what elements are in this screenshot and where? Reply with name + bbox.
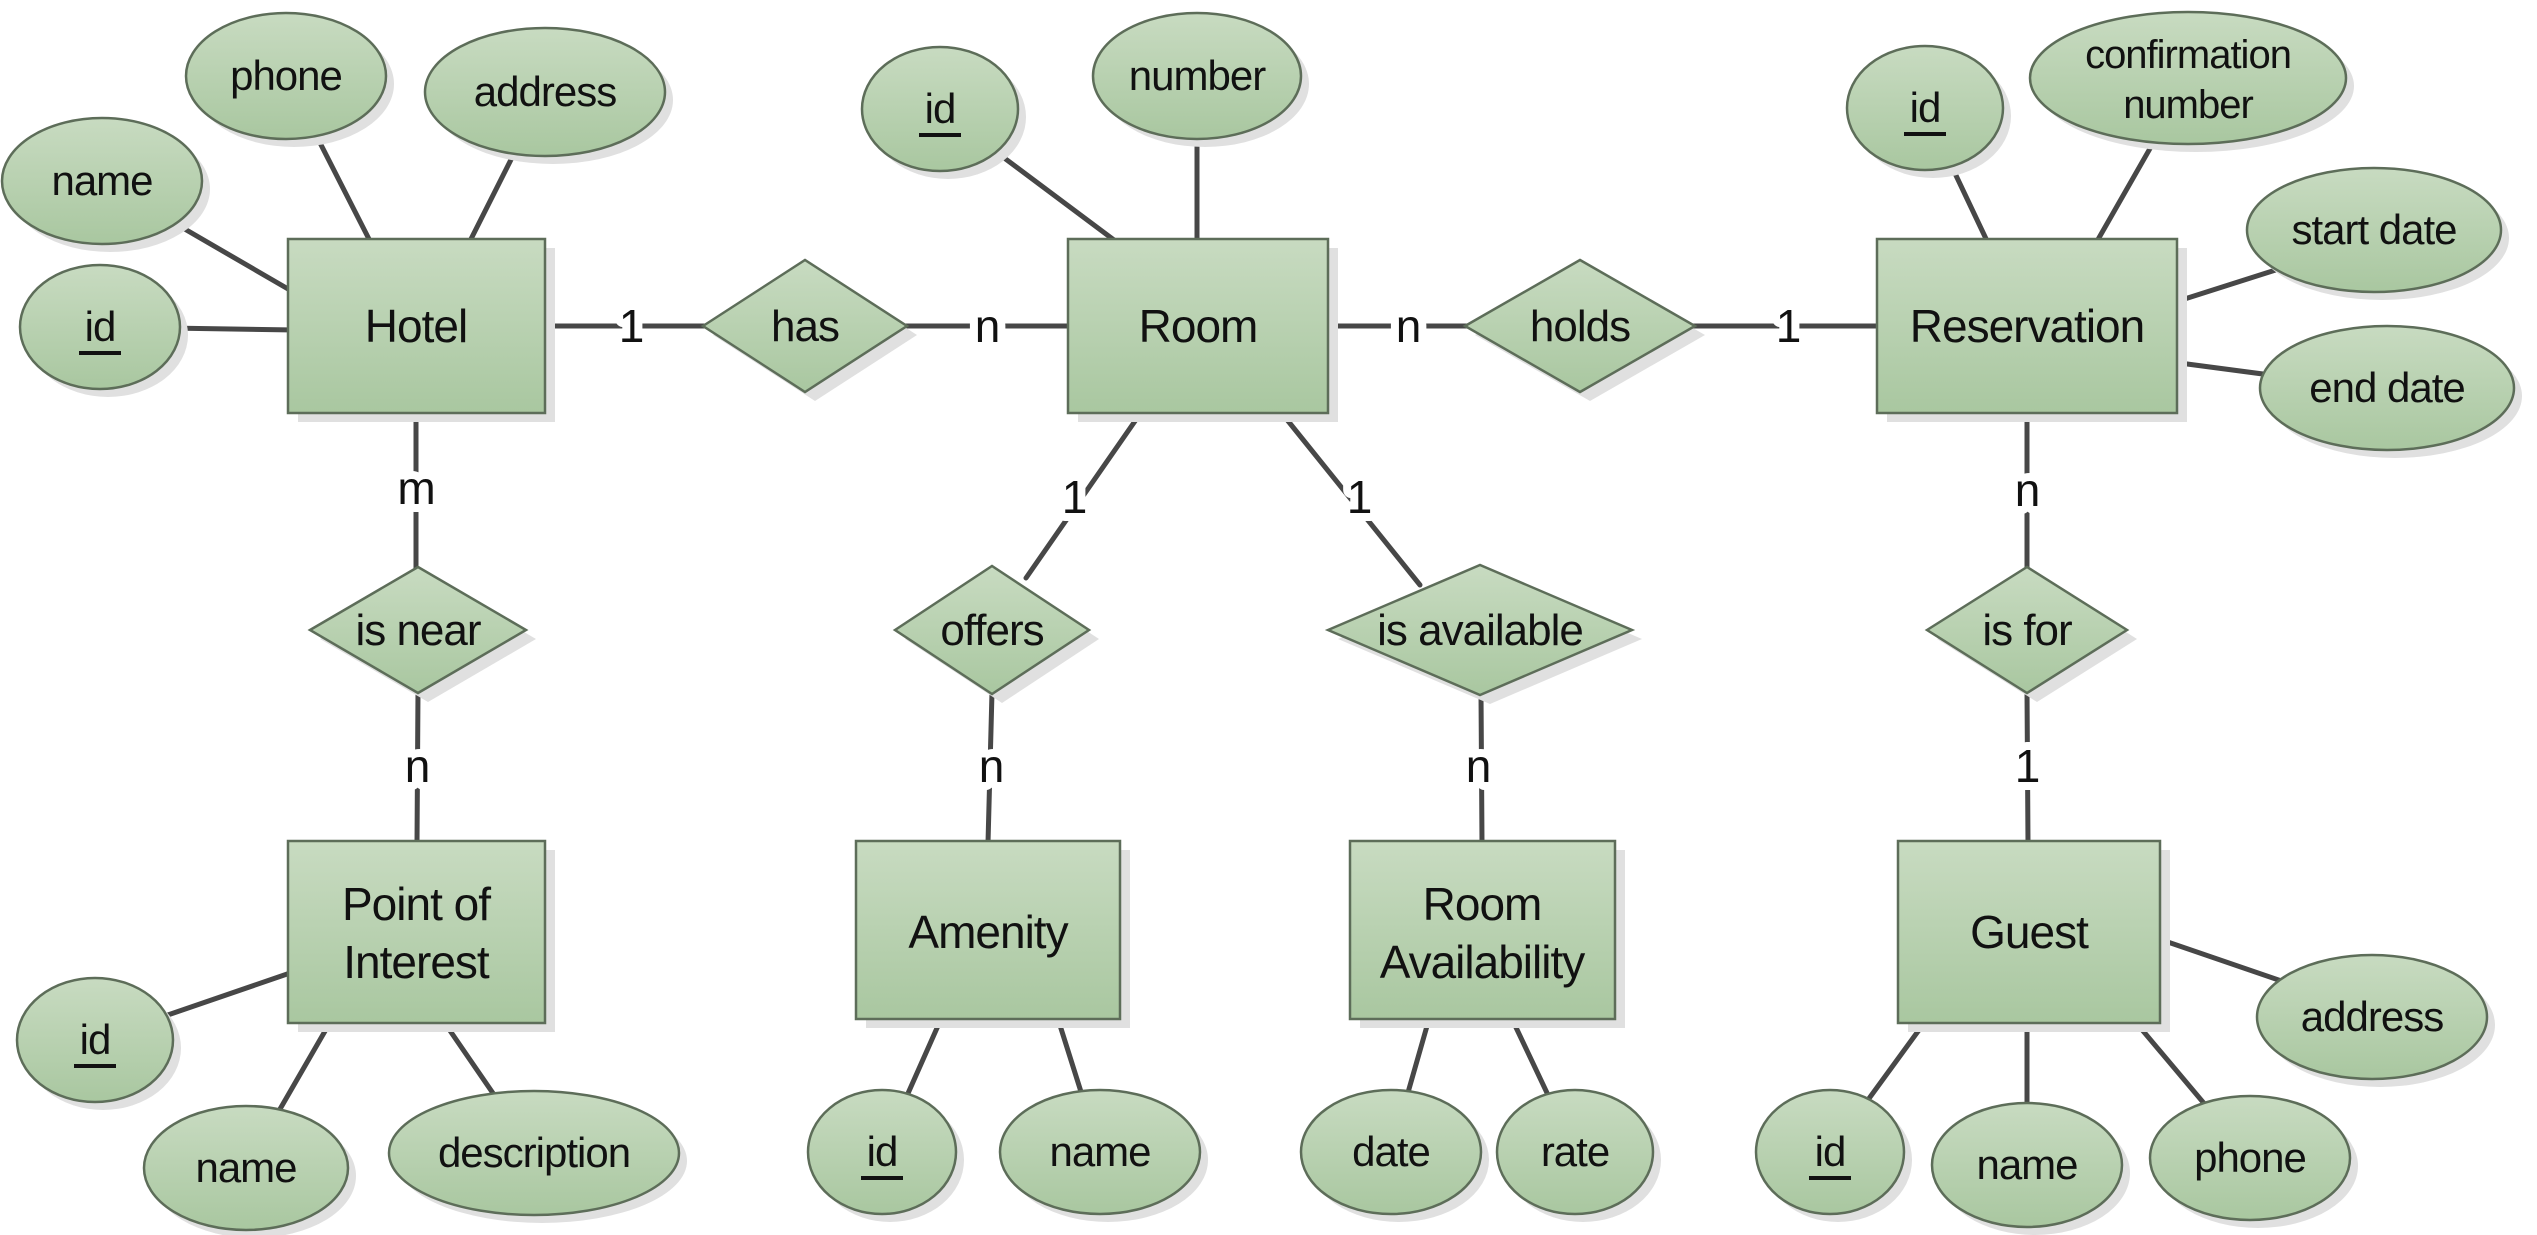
- relationship-offers-label: offers: [940, 606, 1043, 655]
- attribute-room-availability-date-label: date: [1352, 1128, 1430, 1175]
- attribute-reservation-confirmation-number-ellipse: [2028, 10, 2348, 146]
- attribute-hotel-id-label: id: [85, 303, 116, 350]
- attribute-hotel-phone-label: phone: [230, 52, 342, 99]
- entity-amenity-box: [854, 839, 1122, 1021]
- edge-is-near-point-of-interest: [414, 688, 421, 846]
- cardinality-reservation-is-for: n: [2015, 464, 2040, 516]
- cardinality-has-room: n: [975, 300, 1000, 352]
- entity-room-availability-label-line2: Availability: [1380, 936, 1585, 988]
- relationship-holds-diamond: [1462, 258, 1698, 394]
- edge-room-offers: [1023, 408, 1145, 581]
- entity-room-availability-label-line1: Room: [1423, 878, 1542, 930]
- relationship-is-available-label: is available: [1377, 606, 1583, 655]
- attribute-hotel-phone-ellipse: [184, 11, 388, 141]
- cardinality-room-is-available: 1: [1347, 471, 1372, 523]
- relationship-offers-diamond: [892, 564, 1092, 696]
- attribute-room-id-label: id: [925, 85, 956, 132]
- attribute-guest-phone-label: phone: [2194, 1134, 2306, 1181]
- cardinality-room-offers: 1: [1062, 471, 1087, 523]
- entity-guest-box: [1896, 839, 2162, 1025]
- entity-guest-label: Guest: [1970, 906, 2089, 958]
- attribute-guest-name-label: name: [1976, 1141, 2077, 1188]
- entity-room-label: Room: [1139, 300, 1258, 352]
- attribute-hotel-id-ellipse: [18, 263, 182, 391]
- entity-reservation-box: [1875, 237, 2179, 415]
- shapes: [0, 10, 2522, 1235]
- entity-room-availability-box: [1348, 839, 1617, 1021]
- cardinality-room-holds: n: [1396, 300, 1421, 352]
- attribute-reservation-id-ellipse: [1845, 44, 2005, 172]
- cardinality-holds-reservation: 1: [1776, 300, 1801, 352]
- attribute-amenity-id-label: id: [867, 1128, 898, 1175]
- cardinality-offers-amenity: n: [979, 740, 1004, 792]
- attribute-reservation-confirmation-number-label-line1: confirmation: [2085, 33, 2291, 77]
- entity-point-of-interest-label-line1: Point of: [342, 878, 491, 930]
- attribute-room-id-ellipse: [860, 45, 1020, 173]
- relationship-is-for-diamond: [1924, 565, 2130, 695]
- attribute-reservation-id-label: id: [1910, 84, 1941, 131]
- labels: Hotel Room Reservation Point of Interest…: [51, 33, 2465, 1191]
- cardinality-is-available-room-availability: n: [1466, 740, 1491, 792]
- attribute-point-of-interest-id-ellipse: [15, 976, 175, 1104]
- attribute-reservation-confirmation-number-label-line2: number: [2123, 83, 2253, 127]
- entity-hotel-box: [286, 237, 547, 415]
- attribute-hotel-address-label: address: [474, 68, 616, 115]
- attribute-guest-address-ellipse: [2255, 953, 2489, 1081]
- entity-room-box: [1066, 237, 1330, 415]
- attribute-guest-phone-ellipse: [2148, 1094, 2352, 1222]
- attribute-reservation-start-date-ellipse: [2245, 166, 2503, 294]
- relationship-has-diamond: [700, 258, 910, 394]
- entity-hotel-label: Hotel: [365, 300, 467, 352]
- attribute-point-of-interest-id-label: id: [80, 1016, 111, 1063]
- relationship-holds-label: holds: [1530, 302, 1630, 351]
- cardinality-is-near-point-of-interest: n: [405, 740, 430, 792]
- attribute-room-availability-date-ellipse: [1299, 1088, 1483, 1216]
- attribute-hotel-address-ellipse: [423, 26, 667, 158]
- edge-room-is-available: [1277, 408, 1423, 588]
- attribute-point-of-interest-description-ellipse: [387, 1089, 681, 1217]
- attribute-room-number-label: number: [1129, 52, 1266, 99]
- edge-offers-amenity: [985, 689, 995, 846]
- attribute-point-of-interest-name-label: name: [195, 1144, 296, 1191]
- attribute-amenity-id-ellipse: [806, 1088, 958, 1216]
- cardinality-is-for-guest: 1: [2015, 740, 2040, 792]
- relationship-is-near-label: is near: [355, 606, 480, 655]
- relationship-is-for-label: is for: [1982, 606, 2072, 655]
- entity-reservation-label: Reservation: [1910, 300, 2144, 352]
- entity-point-of-interest-label-line2: Interest: [343, 936, 490, 988]
- cardinality-hotel-has: 1: [619, 300, 644, 352]
- attribute-room-number-ellipse: [1091, 11, 1303, 141]
- attribute-hotel-name-label: name: [51, 157, 152, 204]
- attribute-reservation-end-date-label: end date: [2309, 364, 2465, 411]
- attribute-guest-id-label: id: [1815, 1128, 1846, 1175]
- entity-amenity-label: Amenity: [908, 906, 1068, 958]
- edge-is-for-guest: [2024, 688, 2031, 846]
- attribute-reservation-end-date-ellipse: [2258, 324, 2516, 452]
- attribute-room-availability-rate-ellipse: [1495, 1088, 1655, 1216]
- entity-point-of-interest-box: [286, 839, 547, 1025]
- attribute-guest-address-label: address: [2301, 993, 2443, 1040]
- attribute-guest-name-ellipse: [1930, 1101, 2124, 1229]
- attribute-room-availability-rate-label: rate: [1541, 1128, 1609, 1175]
- attribute-point-of-interest-description-label: description: [438, 1129, 630, 1176]
- relationship-has-label: has: [771, 302, 839, 351]
- edge-is-available-room-availability: [1478, 690, 1485, 846]
- attribute-amenity-name-label: name: [1049, 1128, 1150, 1175]
- attribute-guest-id-ellipse: [1754, 1088, 1906, 1216]
- relationship-is-near-diamond: [307, 565, 529, 695]
- attribute-point-of-interest-name-ellipse: [142, 1104, 350, 1232]
- attribute-reservation-start-date-label: start date: [2291, 206, 2456, 253]
- cardinality-hotel-is-near: m: [397, 462, 434, 514]
- relationship-is-available-diamond: [1324, 563, 1636, 697]
- attribute-amenity-name-ellipse: [998, 1088, 1202, 1216]
- attribute-hotel-name-ellipse: [0, 116, 204, 246]
